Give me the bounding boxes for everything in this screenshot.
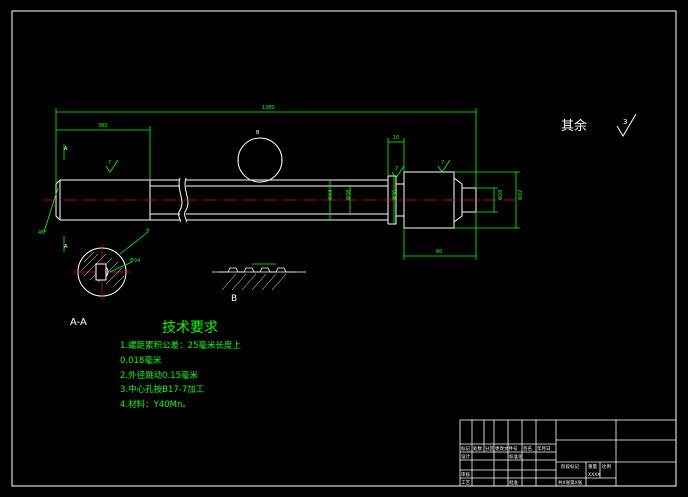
title-cell: 标准化 (509, 453, 523, 460)
title-cell: XXXX (588, 472, 600, 478)
title-cell: 处数 (473, 445, 482, 452)
title-cell: 重量 (588, 463, 597, 470)
title-cell: 工艺 (461, 480, 470, 486)
dim-major-diameter: Φ44 (328, 190, 334, 200)
dim-overall-length: 1380 (262, 105, 275, 111)
title-cell: 比例 (602, 463, 611, 470)
tech-requirement-item: 4.材料：Y40Mn。 (120, 399, 191, 410)
tech-requirement-item: 0.018毫米 (120, 355, 162, 366)
title-cell: 签名 (523, 445, 532, 452)
section-marker-a-bottom: A (64, 244, 68, 250)
dim-chamfer: 45° (38, 230, 47, 236)
section-marker-a-top: A (64, 146, 68, 152)
detail-b-view (212, 267, 306, 291)
roughness-right-face: 7 (395, 166, 398, 172)
detail-marker-b: B (256, 130, 260, 136)
dim-end-diameter: Φ28 (498, 190, 504, 200)
dim-end-step-diameter: Φ32 (518, 190, 524, 200)
detail-b-label: B (231, 294, 237, 304)
tech-requirement-item: 2.外径跳动0.15毫米 (120, 370, 199, 381)
title-cell: 分区 (485, 445, 494, 452)
title-cell: 阶段标记 (561, 463, 579, 470)
title-cell: 设计 (461, 453, 470, 460)
sheet-border (11, 10, 677, 487)
tech-requirement-item: 3.中心孔按B17-7加工 (120, 384, 205, 395)
title-cell: 标记 (461, 445, 470, 452)
dim-journal-length: 60 (436, 249, 442, 255)
dim-left-length: 380 (98, 123, 108, 129)
section-keyway-width: Φ34 (130, 258, 140, 264)
dimension-texts: 1380 380 10 60 Φ44 Φ38 Φ36 Φ28 Φ32 45° (38, 105, 524, 255)
section-leader (119, 231, 149, 255)
shaft-main-view (55, 137, 477, 229)
general-roughness-value: 3 (623, 118, 627, 126)
section-keyway-depth: 4 (146, 228, 149, 234)
title-cell: 共X张第X张 (558, 479, 583, 486)
dim-shoulder-length: 10 (393, 135, 399, 141)
dimension-lines (43, 108, 520, 260)
dim-step-diameter: Φ36 (392, 190, 398, 200)
title-cell: 批准 (509, 479, 518, 486)
tech-requirement-item: 1.螺距累积公差：25毫米长度上 (120, 340, 241, 351)
title-cell: 年月日 (537, 445, 551, 452)
dim-bore-diameter: Φ38 (346, 190, 352, 200)
section-a-a-view (74, 244, 130, 300)
title-cell: 更改文件号 (495, 445, 518, 452)
tech-requirements-title: 技术要求 (162, 320, 218, 336)
section-a-a-label: A-A (70, 317, 87, 328)
title-cell: 审核 (461, 471, 470, 478)
roughness-step-face: 7 (441, 160, 444, 166)
title-block (459, 419, 677, 487)
tech-requirements-list: 1.螺距累积公差：25毫米长度上 0.018毫米 2.外径跳动0.15毫米 3.… (120, 340, 241, 410)
general-roughness-symbol (616, 113, 637, 137)
section-dim (109, 261, 133, 273)
remaining-roughness-label: 其余 (561, 118, 587, 134)
roughness-symbols (105, 159, 451, 179)
roughness-left-face: 7 (108, 160, 111, 166)
